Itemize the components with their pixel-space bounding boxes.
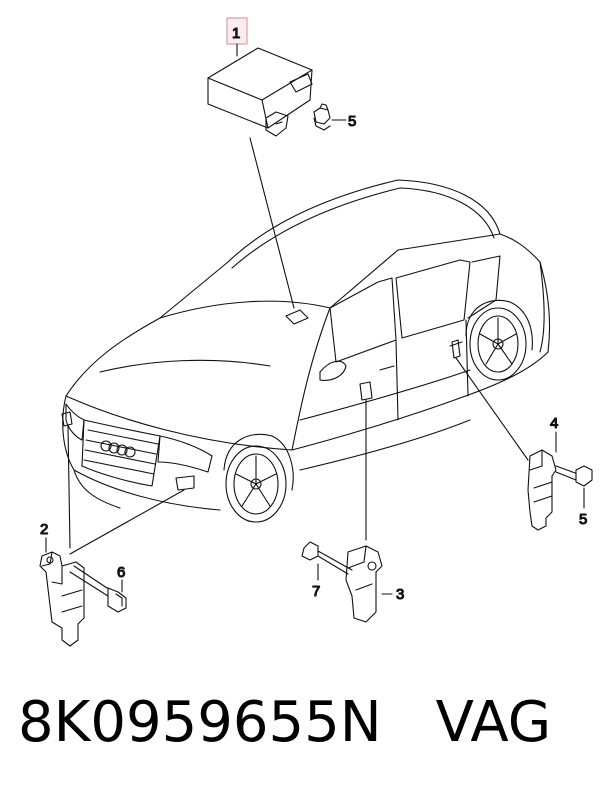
screw-part-6 [69,565,127,613]
control-unit-part-1 [207,47,313,137]
part-number: 8K0959655N [18,690,382,755]
nut-part-5 [313,103,331,131]
callout-5-rear-nut: 5 [579,511,587,528]
brand-label: VAG [435,690,552,755]
callout-6: 6 [117,564,125,581]
sensor-part-3 [345,545,383,623]
callout-3: 3 [396,586,404,603]
callout-7: 7 [312,583,320,600]
callout-5-control-unit-nut: 5 [348,113,356,130]
callout-2: 2 [40,521,48,538]
sensor-part-4 [527,449,557,531]
nut-part-5-rear [555,465,593,487]
screw-part-7 [301,541,353,575]
car-illustration [61,179,551,523]
part-number-caption: 8K0959655N VAG [18,690,551,770]
sensor-part-2 [39,551,85,647]
callout-4: 4 [550,415,558,432]
parts-diagram: 1 5 2 6 7 3 4 5 [39,17,593,647]
callout-1: 1 [232,25,240,42]
